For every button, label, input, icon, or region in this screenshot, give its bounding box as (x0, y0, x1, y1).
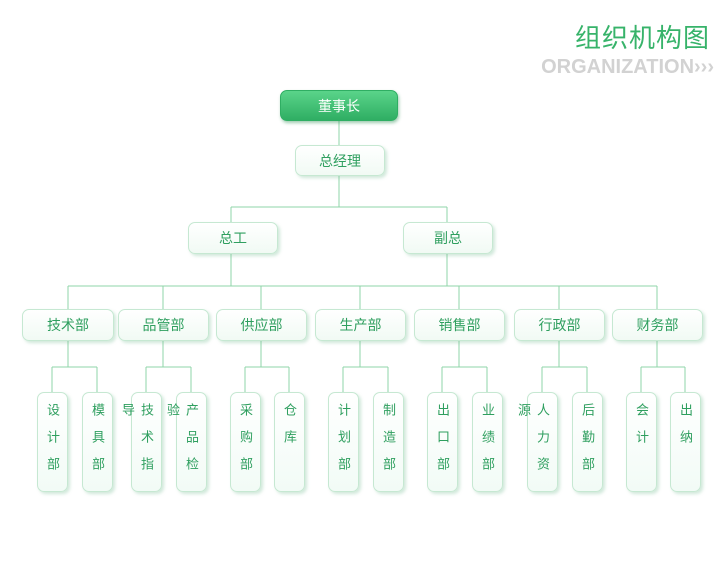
node-department: 供应部 (216, 309, 307, 341)
department-label: 行政部 (538, 318, 581, 334)
node-subunit: 会计 (626, 392, 657, 492)
node-subunit: 模具部 (82, 392, 113, 492)
department-label: 销售部 (438, 318, 481, 334)
node-department: 行政部 (514, 309, 605, 341)
node-department: 销售部 (414, 309, 505, 341)
subunit-label: 出纳 (677, 403, 692, 457)
subunit-label: 产品检验 (164, 403, 198, 484)
node-subunit: 业绩部 (472, 392, 503, 492)
department-label: 品管部 (142, 318, 185, 334)
department-label: 供应部 (240, 318, 283, 334)
node-subunit: 技术指导 (119, 392, 162, 492)
node-subunit: 出口部 (427, 392, 458, 492)
node-subunit: 产品检验 (164, 392, 207, 492)
department-label: 技术部 (47, 318, 89, 334)
subunit-label: 模具部 (89, 403, 104, 484)
node-subunit: 制造部 (373, 392, 404, 492)
department-label: 生产部 (339, 318, 382, 334)
node-department: 财务部 (612, 309, 703, 341)
subunit-label: 业绩部 (479, 403, 494, 484)
node-subunit: 仓库 (274, 392, 305, 492)
node-chief-engineer-label: 总工 (219, 231, 247, 247)
subunit-label: 后勤部 (579, 403, 594, 484)
node-department: 技术部 (22, 309, 114, 341)
node-subunit: 后勤部 (572, 392, 603, 492)
page-subtitle: ORGANIZATION››› (541, 56, 714, 78)
subunit-label: 人力资源 (515, 403, 549, 484)
node-general-manager-label: 总经理 (319, 153, 361, 170)
subunit-label: 计划部 (335, 403, 350, 484)
node-chairman-label: 董事长 (318, 98, 360, 115)
subunit-label: 出口部 (434, 403, 449, 484)
subunit-label: 会计 (633, 403, 648, 457)
node-chairman: 董事长 (280, 90, 398, 121)
node-department: 品管部 (118, 309, 209, 341)
subunit-label: 制造部 (380, 403, 395, 484)
node-subunit: 人力资源 (515, 392, 558, 492)
node-general-manager: 总经理 (295, 145, 385, 176)
node-deputy-general-manager: 副总 (403, 222, 493, 254)
node-deputy-general-manager-label: 副总 (434, 231, 462, 247)
node-subunit: 设计部 (37, 392, 68, 492)
subunit-label: 仓库 (281, 403, 296, 457)
node-subunit: 计划部 (328, 392, 359, 492)
page-title: 组织机构图 (574, 24, 710, 54)
subunit-label: 设计部 (44, 403, 59, 484)
department-label: 财务部 (636, 318, 679, 334)
subunit-label: 采购部 (237, 403, 252, 484)
node-department: 生产部 (315, 309, 406, 341)
subunit-label: 技术指导 (119, 403, 153, 484)
node-subunit: 出纳 (670, 392, 701, 492)
node-subunit: 采购部 (230, 392, 261, 492)
node-chief-engineer: 总工 (188, 222, 278, 254)
